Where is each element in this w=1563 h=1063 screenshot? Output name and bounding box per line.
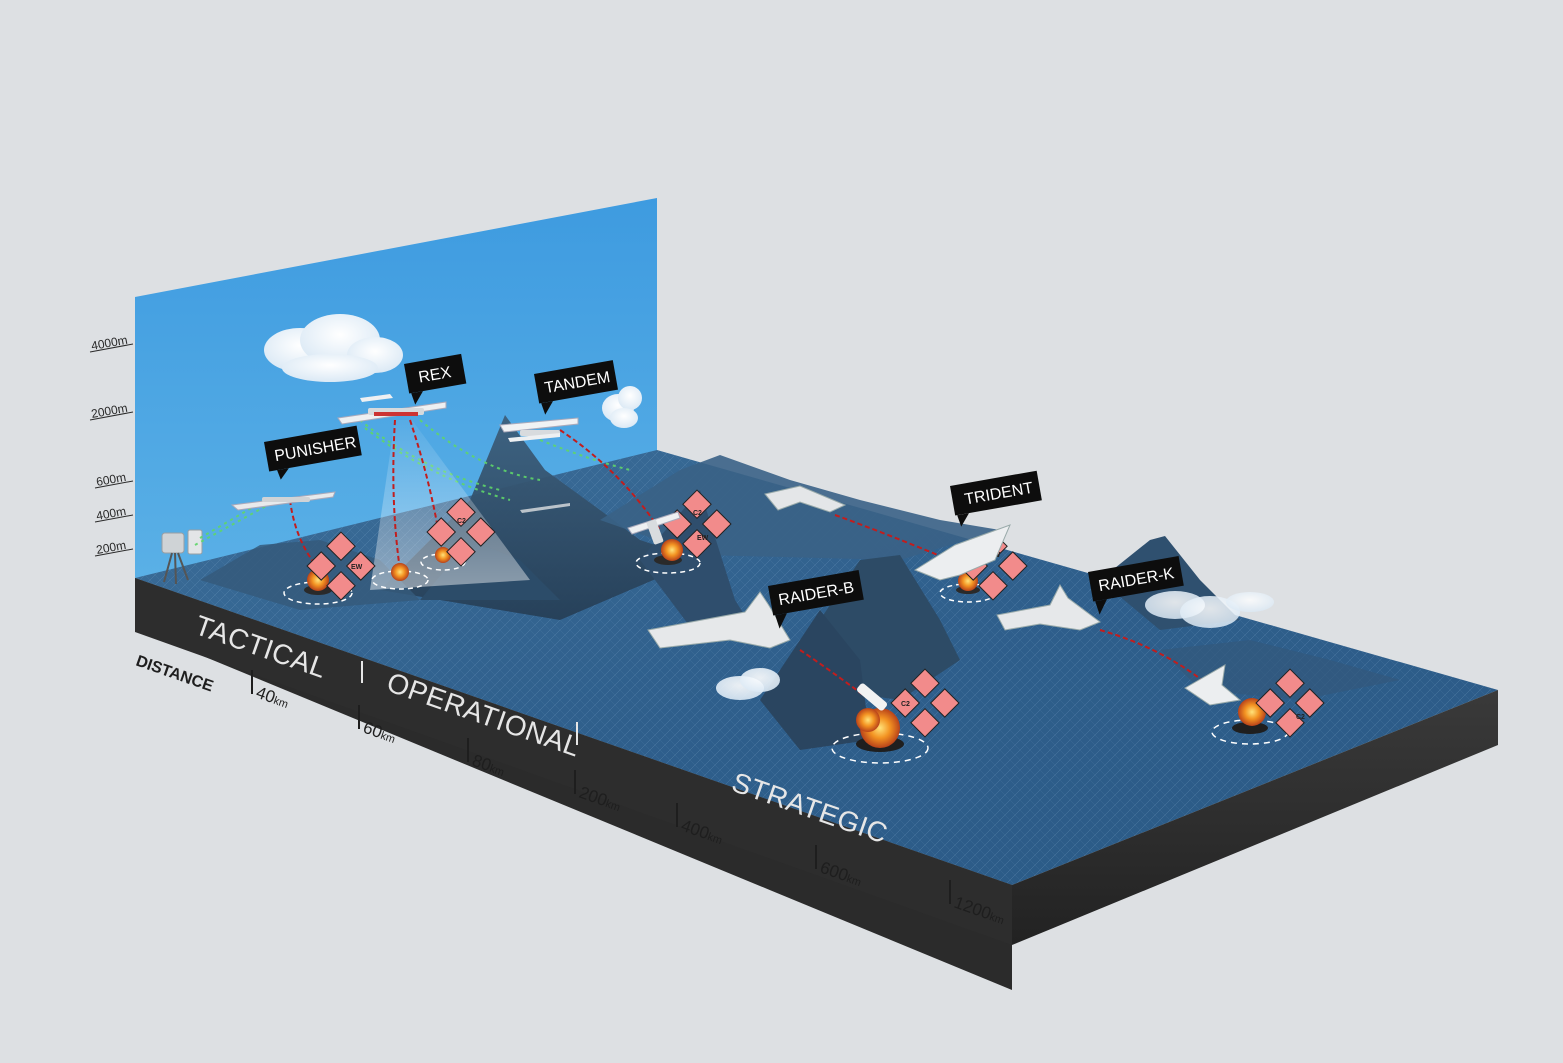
distance-unit: km (488, 763, 506, 779)
flying-wing-drone-icon (764, 485, 847, 513)
platform-label: REX (417, 364, 453, 387)
fixed-wing-drone-icon (627, 511, 681, 545)
flying-wing-drone-icon (647, 591, 791, 649)
distance-unit: km (988, 911, 1006, 927)
explosion-icon (371, 563, 429, 590)
fixed-wing-drone-icon (337, 394, 447, 425)
fixed-wing-drone-icon (499, 417, 579, 442)
distance-unit: km (604, 798, 622, 814)
distance-title: DISTANCE (134, 653, 216, 696)
threat-code-ew: EW (697, 535, 709, 542)
cloud-icon (602, 386, 642, 428)
platform-tag-punisher: PUNISHER (264, 425, 362, 480)
fixed-wing-drone-icon (520, 503, 570, 513)
altitude-label: 4000m (90, 333, 129, 353)
explosion-icon (831, 683, 929, 764)
explosion-icon (635, 539, 701, 574)
threat-badge-icon: C2 (426, 497, 496, 567)
flying-wing-drone-icon (1184, 664, 1242, 706)
flying-wing-drone-icon (913, 524, 1011, 581)
threat-code-ew: EW (351, 564, 363, 571)
altitude-label: 2000m (90, 401, 129, 421)
base-side-front-cap (135, 578, 1012, 945)
distance-scale: DISTANCE 40km 60km 80km 200km 400km 600k… (134, 653, 1006, 927)
platform-tag-tandem: TANDEM (534, 360, 618, 415)
cloud-icon (264, 314, 403, 382)
distance-unit: km (379, 730, 397, 746)
svg-text:200km: 200km (577, 783, 624, 815)
flying-wing-drone-icon (996, 583, 1102, 631)
ground-antenna-icon (161, 529, 203, 585)
threat-badge-icon: C2 (1255, 668, 1325, 738)
distance-unit: km (845, 873, 863, 889)
altitude-scale: 4000m 2000m 600m 400m 200m (89, 333, 134, 557)
svg-text:40km: 40km (254, 683, 292, 712)
threat-code-c2: C2 (693, 510, 702, 517)
threat-code-c2: C2 (1296, 714, 1305, 721)
threat-badge-icon: C2 (890, 668, 960, 738)
threat-badge-icon: EW (306, 531, 376, 601)
altitude-label: 600m (95, 470, 127, 489)
distance-unit: km (706, 831, 724, 847)
distance-unit: km (272, 695, 290, 711)
sensor-cone (370, 420, 530, 590)
threat-code-c2: C2 (901, 701, 910, 708)
platform-tag-rex: REX (404, 353, 467, 405)
base-side-right (1012, 690, 1498, 945)
altitude-label: 200m (95, 538, 127, 557)
threat-code-c2: C2 (457, 518, 466, 525)
cloud-icon (1145, 591, 1274, 628)
altitude-label: 400m (95, 504, 127, 523)
platform-tag-trident: TRIDENT (950, 470, 1042, 527)
cloud-icon (716, 668, 780, 700)
fixed-wing-drone-icon (230, 491, 336, 511)
